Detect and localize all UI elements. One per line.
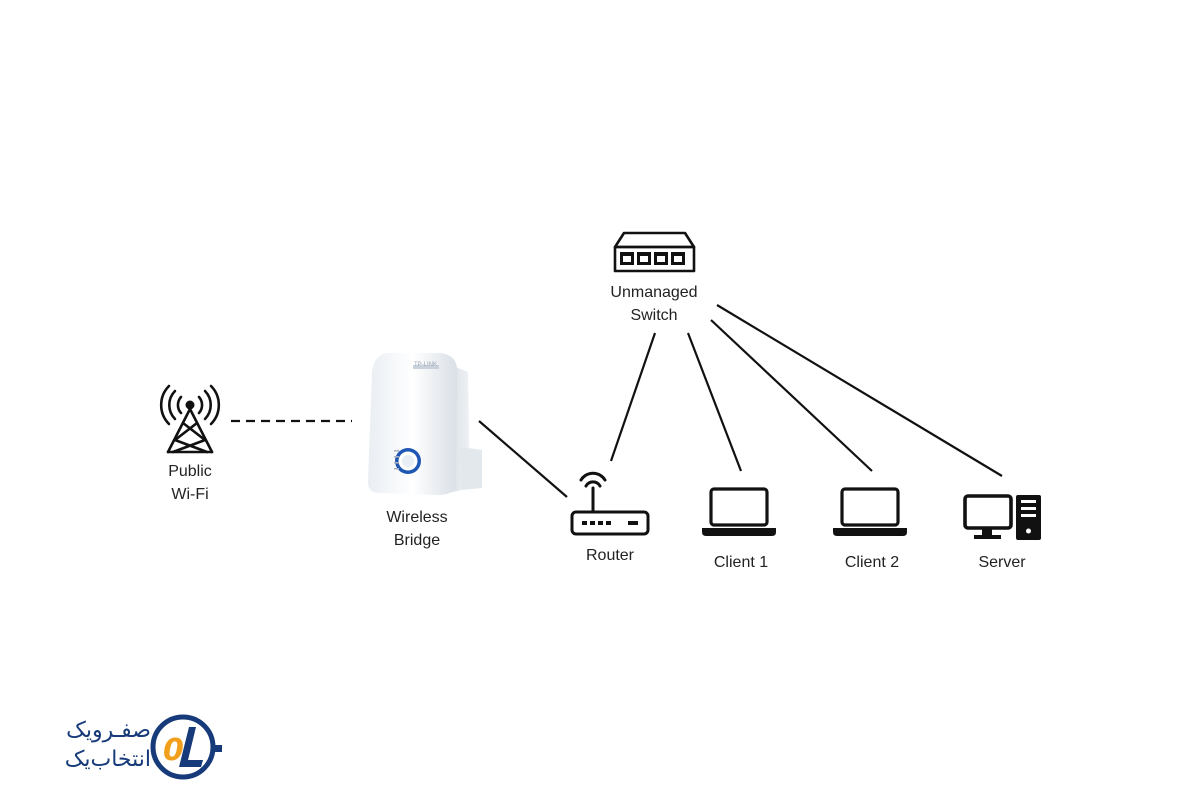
laptop-icon-client2 (833, 487, 907, 536)
edge-switch-client2 (710, 319, 873, 472)
unmanaged-switch-label-line1: Unmanaged (610, 284, 698, 301)
router-icon (570, 471, 650, 536)
public-wifi-label-line1: Public (168, 463, 212, 480)
router-label: Router (585, 547, 635, 564)
wireless-bridge-label-line1: Wireless (386, 509, 448, 526)
client1-label: Client 1 (713, 554, 769, 571)
laptop-icon-client1 (702, 487, 776, 536)
wifi-tower-icon (159, 384, 221, 454)
server-icon (963, 494, 1041, 540)
public-wifi-label: Public Wi-Fi (150, 460, 230, 506)
tp-link-logo (413, 365, 439, 369)
bridge-brand-text: TP-LINK (414, 362, 438, 368)
wireless-bridge-label-line2: Bridge (393, 532, 441, 549)
watermark-line1: صفـرویک (66, 718, 151, 743)
wireless-bridge-device-icon (368, 353, 482, 495)
edge-switch-router (609, 332, 657, 462)
public-wifi-label-line2: Wi-Fi (171, 486, 209, 503)
switch-icon (613, 231, 696, 273)
edge-switch-client1 (686, 332, 743, 472)
edge-switch-server (716, 304, 1003, 477)
server-label: Server (978, 554, 1026, 571)
edge-bridge-router (478, 420, 568, 498)
connections (231, 304, 1003, 498)
wireless-bridge-label: Wireless Bridge (367, 506, 467, 552)
unmanaged-switch-label-line2: Switch (630, 307, 678, 324)
client2-label: Client 2 (844, 554, 900, 571)
01-logo-icon: 0 (150, 714, 222, 780)
unmanaged-switch-label: Unmanaged Switch (594, 281, 714, 327)
watermark-line2: انتخاب‌یک (64, 747, 151, 772)
svg-text:0: 0 (163, 733, 184, 768)
